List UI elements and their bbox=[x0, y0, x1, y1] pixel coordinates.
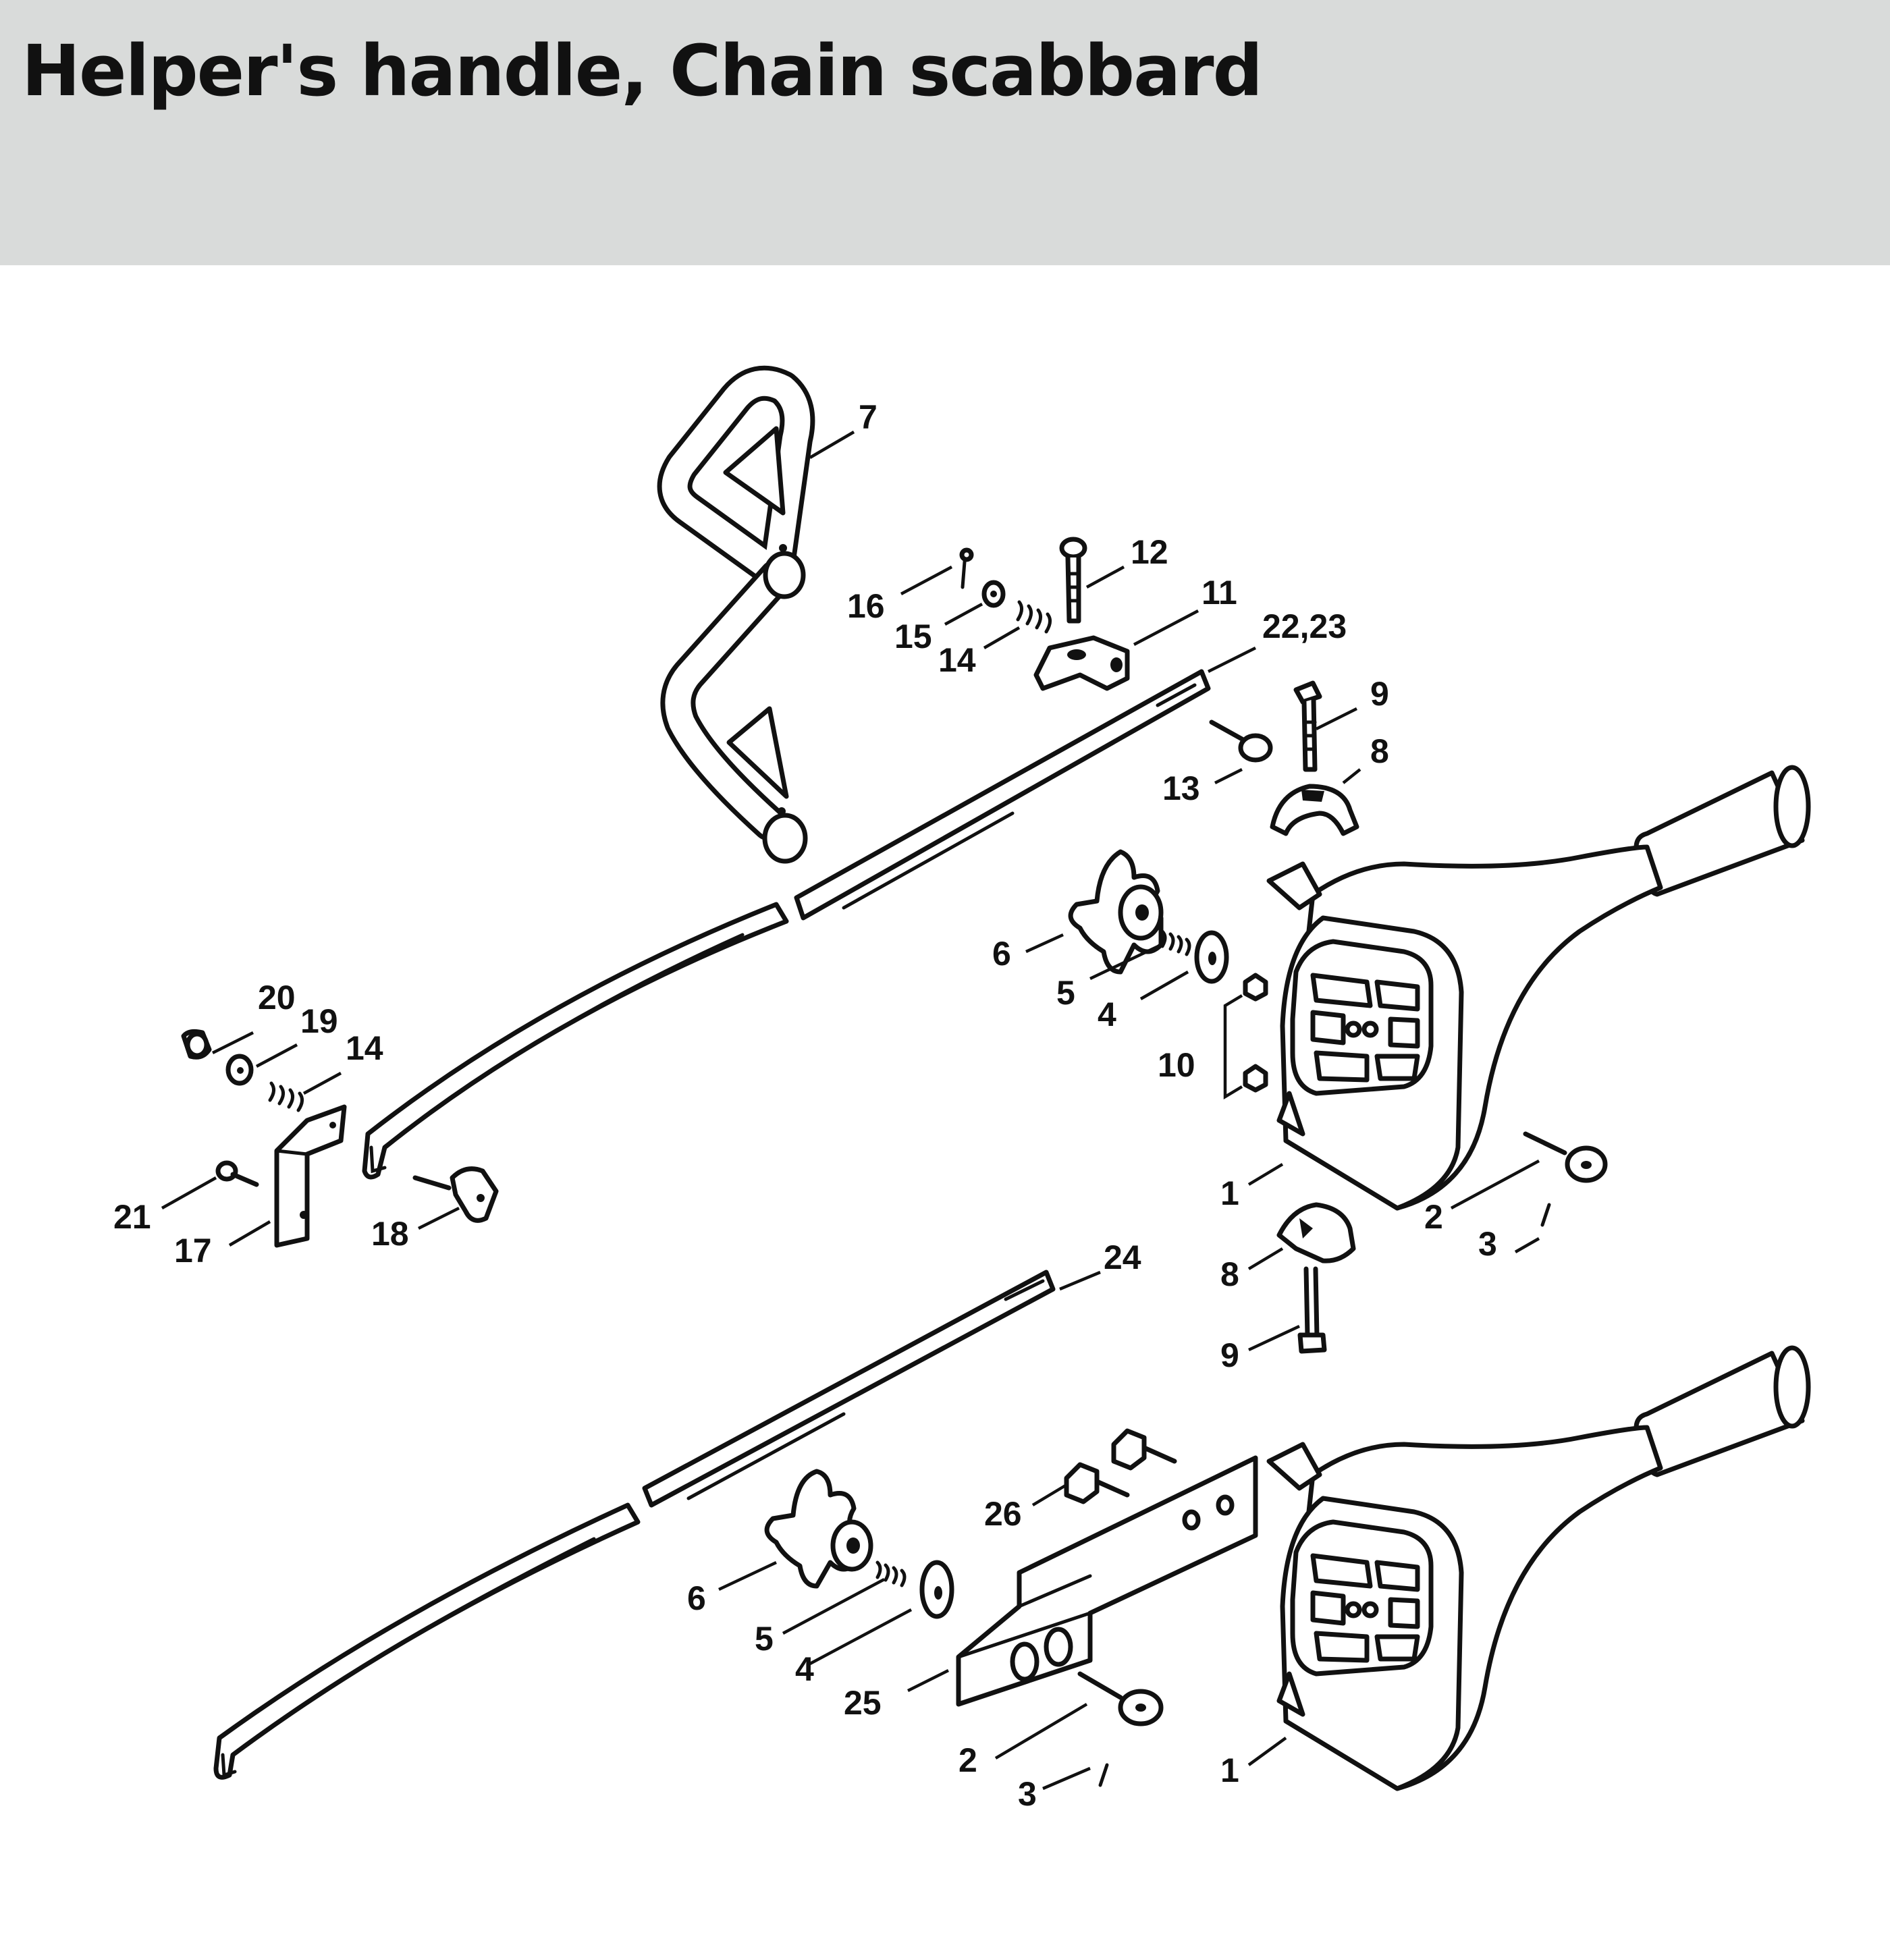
callout-label-16: 16 bbox=[847, 587, 885, 625]
callout-label-6-lower: 6 bbox=[687, 1579, 706, 1617]
pin-part-3-lower bbox=[1098, 1763, 1109, 1787]
callout-label-5-upper: 5 bbox=[1056, 974, 1075, 1012]
callout-label-15: 15 bbox=[894, 618, 932, 655]
callout-label-9-lower: 9 bbox=[1220, 1336, 1239, 1374]
callout-label-21: 21 bbox=[113, 1198, 151, 1236]
t-bolt-part-2-lower bbox=[1077, 1671, 1164, 1726]
callout-label-3-upper: 3 bbox=[1478, 1225, 1497, 1263]
cotter-pin-part-16 bbox=[959, 547, 974, 589]
callout-label-22-23: 22,23 bbox=[1262, 607, 1347, 645]
callout-label-9-upper: 9 bbox=[1370, 675, 1389, 713]
callout-label-26: 26 bbox=[984, 1495, 1022, 1533]
nut-part-10-upper bbox=[1243, 973, 1268, 1002]
bolt-part-26-upper bbox=[1111, 1428, 1177, 1471]
nut-part-20 bbox=[181, 1029, 212, 1060]
half-clamp-part-8-lower bbox=[1276, 1202, 1356, 1263]
callout-label-19: 19 bbox=[300, 1002, 338, 1040]
header-band: Helper's handle, Chain scabbard bbox=[0, 0, 1890, 265]
callout-label-5-lower: 5 bbox=[755, 1620, 774, 1658]
callout-label-2-lower: 2 bbox=[959, 1741, 977, 1779]
star-knob-part-6-lower bbox=[764, 1469, 873, 1589]
screw-part-21 bbox=[215, 1160, 259, 1187]
knob-part-18 bbox=[412, 1166, 499, 1223]
page-title: Helper's handle, Chain scabbard bbox=[22, 30, 1263, 112]
callout-label-4-lower: 4 bbox=[795, 1650, 814, 1688]
washer-part-19 bbox=[225, 1054, 254, 1086]
callout-label-10: 10 bbox=[1158, 1046, 1195, 1084]
t-bolt-part-2-upper bbox=[1523, 1131, 1608, 1183]
helper-handle-part-7 bbox=[657, 365, 815, 864]
pin-part-3-upper bbox=[1540, 1203, 1551, 1227]
washer-part-15 bbox=[981, 580, 1006, 608]
bolt-part-26-lower bbox=[1064, 1462, 1130, 1504]
chain-scabbard-part-1-lower bbox=[1266, 1345, 1811, 1791]
callout-label-14-upper: 14 bbox=[938, 641, 976, 679]
spring-part-5-upper bbox=[1160, 929, 1191, 956]
spring-part-14-lower bbox=[268, 1081, 304, 1112]
callout-label-14-lower: 14 bbox=[346, 1029, 383, 1067]
pin-part-13 bbox=[1209, 719, 1273, 763]
callout-label-25: 25 bbox=[844, 1684, 882, 1722]
star-knob-part-6-upper bbox=[1068, 849, 1164, 975]
chain-scabbard-part-1-upper bbox=[1266, 765, 1811, 1211]
callout-label-1-lower: 1 bbox=[1220, 1751, 1239, 1789]
callout-label-6-upper: 6 bbox=[992, 935, 1011, 973]
callout-label-4-upper: 4 bbox=[1098, 996, 1116, 1033]
nut-part-10-lower bbox=[1243, 1064, 1268, 1093]
bar-part-22-23 bbox=[362, 669, 1211, 1180]
callout-label-11: 11 bbox=[1202, 574, 1237, 611]
bolt-part-9-lower bbox=[1297, 1266, 1327, 1354]
callout-label-20: 20 bbox=[258, 979, 296, 1016]
spring-part-14-upper bbox=[1016, 600, 1052, 634]
callout-label-17: 17 bbox=[174, 1232, 212, 1270]
callout-label-12: 12 bbox=[1131, 533, 1168, 571]
callout-label-1-upper: 1 bbox=[1220, 1174, 1239, 1212]
washer-part-4-upper bbox=[1194, 930, 1229, 984]
callout-label-24: 24 bbox=[1104, 1238, 1141, 1276]
leader-lines bbox=[161, 431, 1540, 1791]
bracket-part-17 bbox=[274, 1104, 347, 1248]
half-clamp-part-8-upper bbox=[1270, 784, 1359, 836]
bracket-part-25 bbox=[956, 1455, 1258, 1707]
spring-part-5-lower bbox=[875, 1560, 907, 1587]
bar-part-24 bbox=[213, 1270, 1056, 1780]
callout-labels: 7 12 16 11 15 22,23 14 9 8 13 6 5 4 20 1… bbox=[113, 398, 1497, 1813]
washer-part-4-lower bbox=[919, 1560, 954, 1619]
clamp-part-11 bbox=[1033, 635, 1130, 691]
callout-label-8-lower: 8 bbox=[1220, 1255, 1239, 1293]
callout-label-18: 18 bbox=[371, 1215, 409, 1253]
callout-label-8-upper: 8 bbox=[1370, 732, 1389, 770]
bolt-part-9-upper bbox=[1293, 680, 1322, 772]
callout-label-13: 13 bbox=[1162, 769, 1200, 807]
screw-part-12 bbox=[1059, 537, 1087, 624]
callout-label-7: 7 bbox=[859, 398, 878, 436]
callout-label-3-lower: 3 bbox=[1018, 1775, 1037, 1813]
callout-label-2-upper: 2 bbox=[1424, 1198, 1443, 1236]
